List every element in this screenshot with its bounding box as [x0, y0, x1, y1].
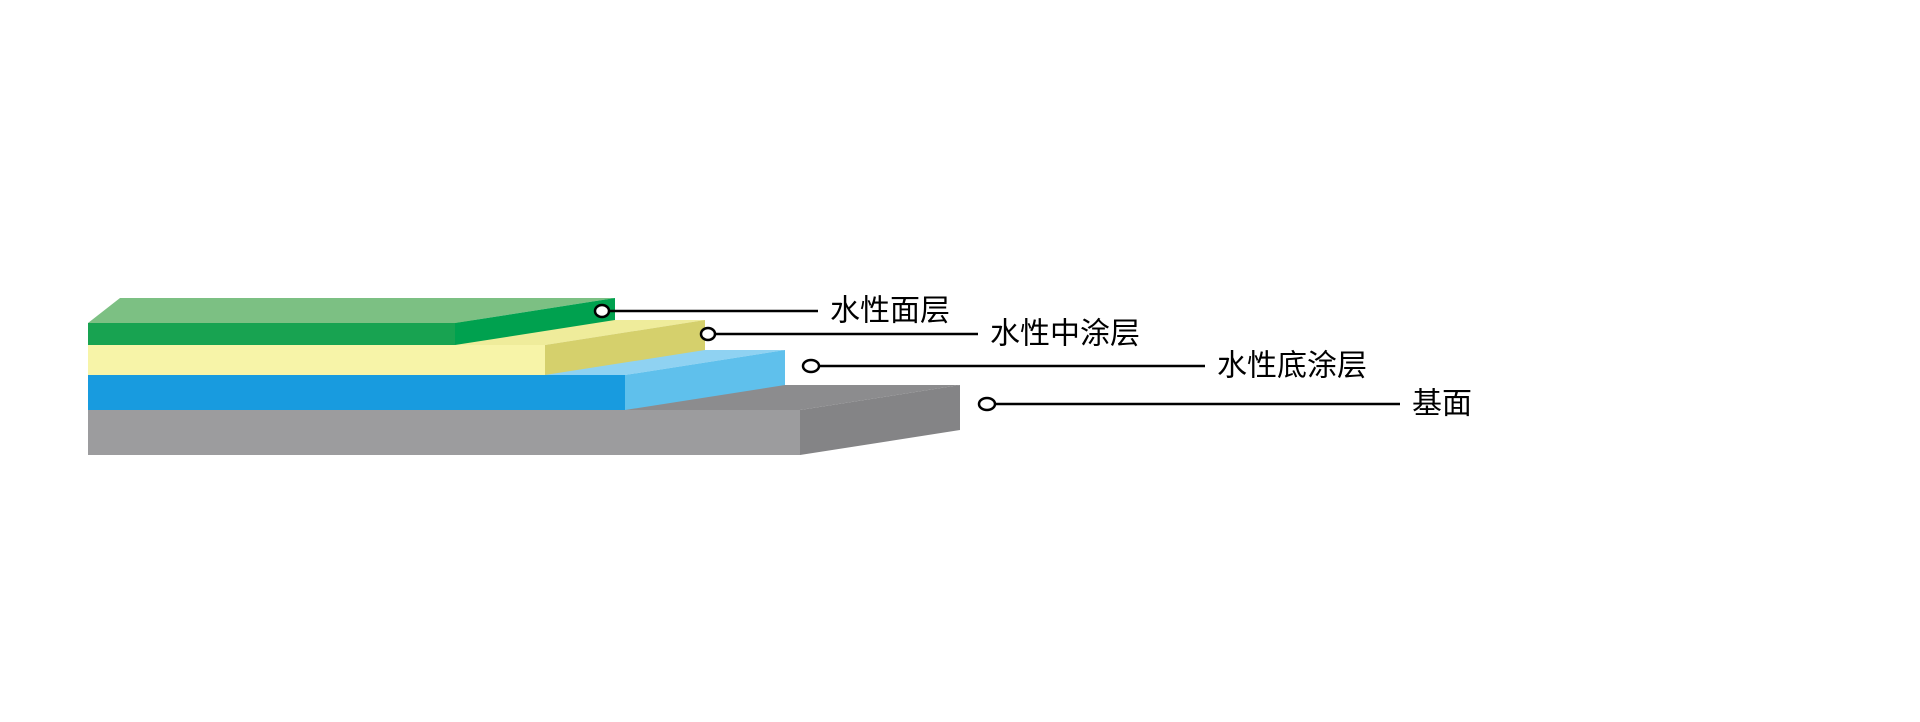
leader-primer: 水性底涂层 — [801, 350, 1367, 383]
base-marker-circle — [977, 396, 997, 412]
primer-end-face — [625, 350, 785, 410]
base-front-face — [88, 410, 800, 455]
layer-topcoat — [88, 298, 615, 345]
primer-marker-circle — [801, 358, 821, 374]
primer-front-face — [88, 375, 625, 410]
midcoat-label: 水性中涂层 — [990, 318, 1140, 351]
topcoat-end-face — [455, 298, 615, 345]
primer-label: 水性底涂层 — [1217, 350, 1367, 383]
leader-topcoat: 水性面层 — [593, 295, 950, 328]
midcoat-front-face — [88, 345, 545, 375]
leader-base: 基面 — [977, 388, 1472, 421]
topcoat-top-face — [88, 298, 615, 323]
midcoat-marker-circle — [699, 326, 717, 342]
topcoat-label: 水性面层 — [830, 295, 950, 328]
topcoat-marker-circle — [593, 303, 611, 319]
topcoat-front-face — [88, 323, 455, 345]
midcoat-end-face — [545, 320, 705, 375]
base-label: 基面 — [1412, 388, 1472, 421]
leader-midcoat: 水性中涂层 — [699, 318, 1140, 351]
base-end-face — [800, 385, 960, 455]
